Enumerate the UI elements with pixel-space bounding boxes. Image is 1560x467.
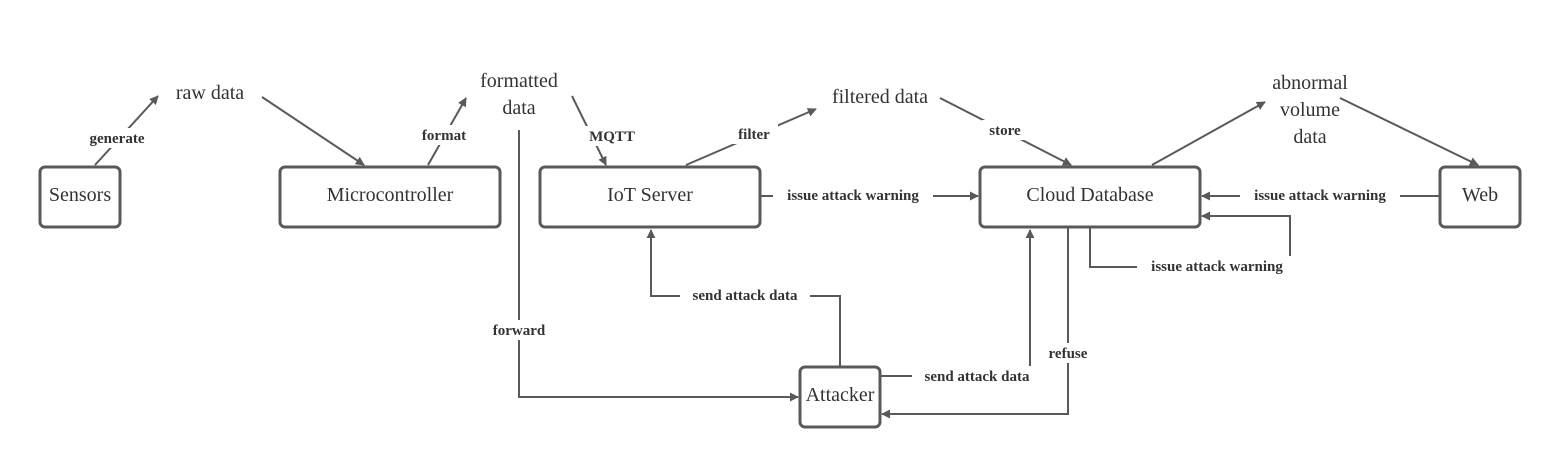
edge-label-mqtt: MQTT xyxy=(589,129,635,145)
edge-label-issue-warning-web: issue attack warning xyxy=(1254,188,1386,204)
node-cloud-database-label: Cloud Database xyxy=(1026,184,1153,206)
node-iot-server: IoT Server xyxy=(538,165,762,229)
edge-label-format: format xyxy=(422,128,466,144)
edge-attacker-to-cloud-database xyxy=(880,229,1035,377)
edge-label-filter: filter xyxy=(738,127,770,143)
edge-labels: generate format MQTT filter store issue … xyxy=(82,120,1400,386)
node-web: Web xyxy=(1438,165,1522,229)
edge-raw-data-to-microcontroller xyxy=(261,96,365,166)
data-label-abnormal: abnormal xyxy=(1272,72,1348,94)
data-label-raw-data: raw data xyxy=(176,82,244,104)
node-sensors-box xyxy=(38,165,122,229)
node-microcontroller-label: Microcontroller xyxy=(327,184,454,206)
edge-cloud-database-to-attacker xyxy=(881,228,1069,419)
edge-label-generate: generate xyxy=(90,131,145,147)
node-cloud-database: Cloud Database xyxy=(978,165,1202,229)
data-label-formatted: formatted xyxy=(480,70,558,92)
node-microcontroller-box xyxy=(278,165,502,229)
node-iot-server-box xyxy=(538,165,762,229)
node-web-box xyxy=(1438,165,1522,229)
node-attacker-box xyxy=(798,365,882,429)
node-microcontroller: Microcontroller xyxy=(278,165,502,229)
edge-label-refuse: refuse xyxy=(1049,346,1088,362)
node-sensors-label: Sensors xyxy=(49,184,111,206)
edge-label-send-attack-cloud: send attack data xyxy=(924,369,1030,385)
node-sensors: Sensors xyxy=(38,165,122,229)
node-iot-server-label: IoT Server xyxy=(607,184,693,206)
node-cloud-database-box xyxy=(978,165,1202,229)
edge-label-issue-warning-iot: issue attack warning xyxy=(787,188,919,204)
edge-label-issue-warning-self: issue attack warning xyxy=(1151,259,1283,275)
data-label-formatted-data: data xyxy=(502,97,535,119)
edge-label-store: store xyxy=(989,123,1021,139)
node-web-label: Web xyxy=(1462,184,1498,206)
edge-formatted-data-to-attacker xyxy=(518,130,799,402)
edge-abnormal-data-to-web xyxy=(1339,97,1479,166)
edge-cloud-database-to-abnormal-data xyxy=(1151,101,1266,166)
data-labels: raw data formatted data filtered data ab… xyxy=(176,70,1348,148)
node-attacker-label: Attacker xyxy=(806,384,875,406)
edge-label-send-attack-iot: send attack data xyxy=(692,288,798,304)
data-label-filtered-data: filtered data xyxy=(832,86,928,108)
data-label-volume: volume xyxy=(1280,99,1340,121)
node-attacker: Attacker xyxy=(798,365,882,429)
edge-label-forward: forward xyxy=(493,323,546,339)
data-label-abnormal-data: data xyxy=(1293,126,1326,148)
edges xyxy=(94,95,1479,419)
